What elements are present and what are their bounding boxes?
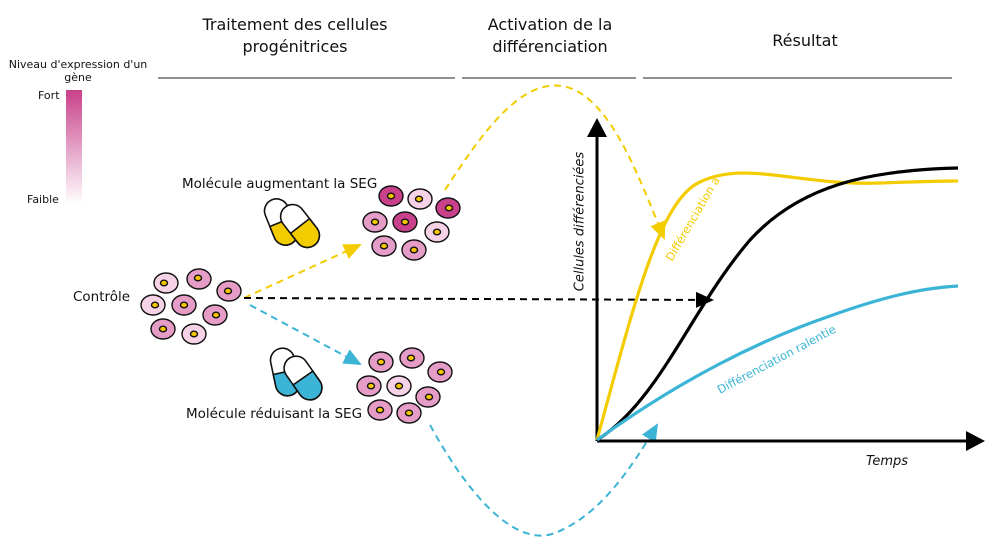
curve-normal xyxy=(596,166,959,442)
legend-title: Niveau d'expression d'un gène xyxy=(8,58,148,84)
label-decrease: Molécule réduisant la SEG xyxy=(186,406,363,422)
header-result: Résultat xyxy=(772,31,838,50)
arrow-increase xyxy=(243,244,362,299)
cell-cluster-decrease xyxy=(356,347,453,424)
capsule-blue-icon xyxy=(269,347,323,401)
header-treatment: Traitement des cellules progénitrices xyxy=(202,15,388,56)
cell-cluster-control xyxy=(140,268,242,345)
graph-axes xyxy=(587,118,985,451)
legend-low: Faible xyxy=(27,193,59,206)
axis-label-x: Temps xyxy=(866,454,909,469)
label-control: Contrôle xyxy=(73,289,131,305)
header-activation: Activation de la différenciation xyxy=(487,15,613,56)
label-increase: Molécule augmentant la SEG xyxy=(182,176,378,192)
legend-high: Fort xyxy=(38,89,60,102)
arrow-decrease xyxy=(249,304,362,365)
arrow-increase-activation xyxy=(444,84,666,240)
axis-label-y: Cellules différenciées xyxy=(572,151,588,292)
curve-accelerated xyxy=(595,171,959,441)
cell-cluster-increase xyxy=(362,185,461,261)
capsule-yellow-icon xyxy=(263,198,321,249)
arrow-control xyxy=(243,291,714,308)
legend-gradient xyxy=(66,90,82,204)
curve-label-accelerated: Différenciation accélérée xyxy=(0,0,723,264)
curve-slowed xyxy=(596,284,959,442)
curve-label-slowed: Différenciation ralentie xyxy=(715,322,838,397)
